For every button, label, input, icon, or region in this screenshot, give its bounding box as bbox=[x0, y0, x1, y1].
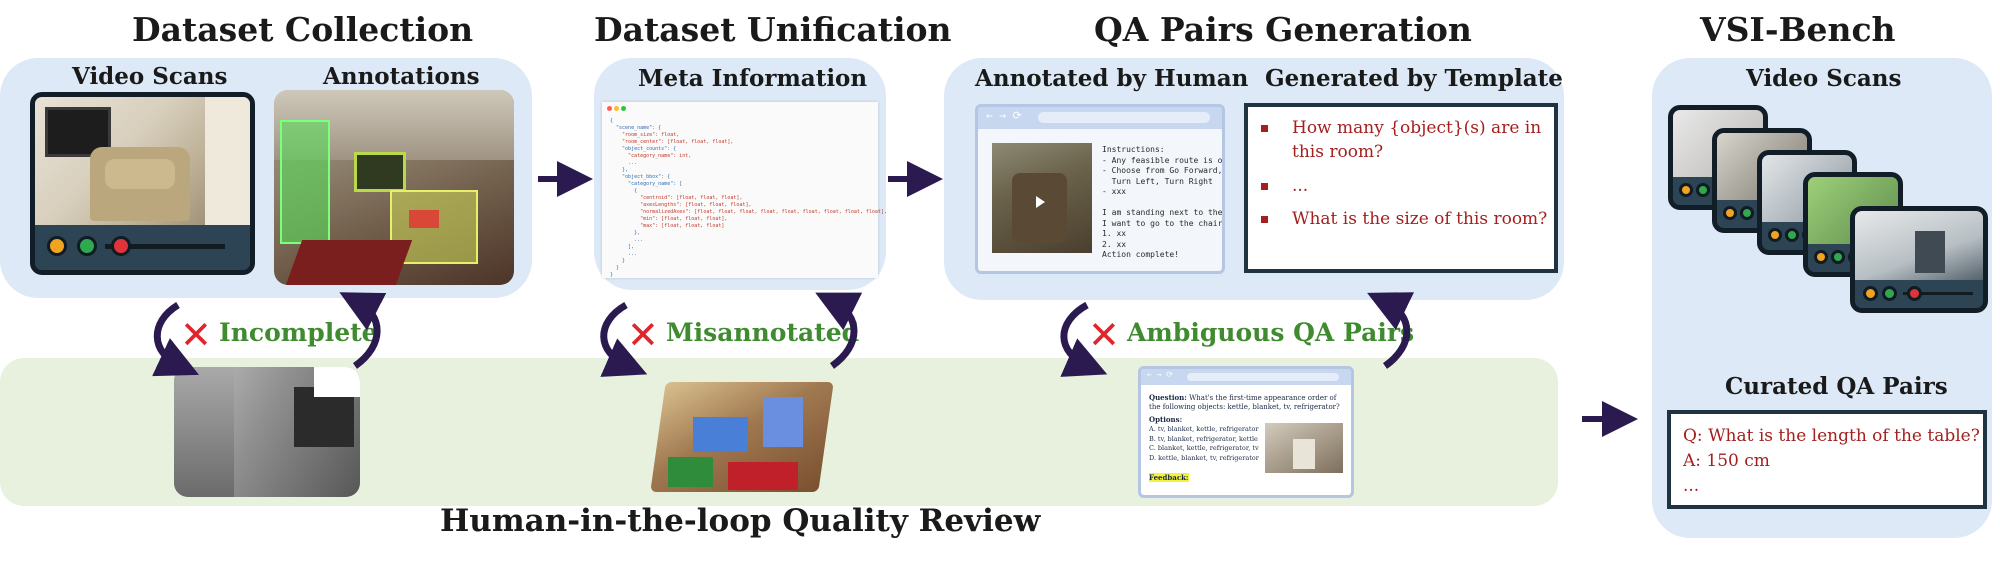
stage-title-unification: Dataset Unification bbox=[594, 10, 952, 49]
incomplete-scan-image bbox=[174, 367, 360, 497]
template-item-2: ... bbox=[1292, 176, 1309, 196]
human-instruction-line: Turn Left, Turn Right bbox=[1102, 176, 1213, 186]
meta-code-line: "normalizedAxes": [float, float, float, … bbox=[610, 209, 887, 215]
curated-qa-label: Curated QA Pairs bbox=[1725, 373, 1948, 400]
browser-nav-icon: ← → ⟳ bbox=[1147, 370, 1173, 379]
annotated-by-human-label: Annotated by Human bbox=[975, 65, 1249, 92]
annotations-label: Annotations bbox=[323, 63, 480, 90]
meta-code-line: "scene_name": { bbox=[610, 125, 662, 131]
quality-review-label: Human-in-the-loop Quality Review bbox=[440, 503, 1041, 539]
meta-code-line: ... bbox=[610, 160, 638, 166]
review-option-line: B. tv, blanket, refrigerator, kettle bbox=[1149, 434, 1258, 443]
video-scans-label: Video Scans bbox=[72, 63, 228, 90]
player-dot-green bbox=[77, 236, 97, 256]
stage-title-bench: VSI-Bench bbox=[1700, 10, 1896, 49]
meta-code-line: }, bbox=[610, 230, 641, 236]
meta-code-line: }, bbox=[610, 167, 629, 173]
curated-more: ... bbox=[1683, 476, 1700, 496]
cycle-arrow-icon bbox=[152, 292, 1415, 377]
meta-code-line: ... bbox=[610, 251, 638, 257]
template-questions-box: How many {object}(s) are in this room? .… bbox=[1244, 103, 1558, 273]
play-icon bbox=[1036, 196, 1045, 208]
chair-video-frame bbox=[992, 143, 1092, 253]
meta-code-line: "category_name": [ bbox=[610, 181, 683, 187]
green-bbox-icon bbox=[280, 120, 330, 244]
meta-code-line: "min": [float, float, float], bbox=[610, 216, 728, 222]
review-option-line: C. blanket, kettle, refrigerator, tv bbox=[1149, 444, 1259, 452]
meta-code-line: "room_center": [float, float, float], bbox=[610, 139, 734, 145]
human-instruction-line: I want to go to the chair. bbox=[1102, 218, 1225, 228]
meta-code-line: } bbox=[610, 272, 614, 278]
curated-question: Q: What is the length of the table? bbox=[1683, 426, 1980, 446]
meta-code-line: "centroid": [float, float, float], bbox=[610, 195, 743, 201]
annotated-scene-image bbox=[274, 90, 514, 285]
human-instruction-line: - xxx bbox=[1102, 187, 1127, 196]
meta-code-text: { "scene_name": { "room_size": float, "r… bbox=[610, 118, 887, 278]
player-dot-orange bbox=[47, 236, 67, 256]
meta-code-line: "object_bbox": { bbox=[610, 174, 671, 180]
tv-bbox-icon bbox=[354, 152, 406, 192]
review-feedback-label: Feedback: bbox=[1149, 473, 1189, 482]
meta-code-window: { "scene_name": { "room_size": float, "r… bbox=[602, 102, 887, 278]
review-qa-window: ← → ⟳ Question: What's the first-time ap… bbox=[1138, 366, 1354, 498]
meta-code-line: } bbox=[610, 265, 620, 271]
curated-qa-box: Q: What is the length of the table? A: 1… bbox=[1667, 410, 1987, 509]
meta-code-line: "max": [float, float, float] bbox=[610, 223, 725, 229]
meta-code-line: ... bbox=[610, 237, 644, 243]
bench-video-scans-label: Video Scans bbox=[1746, 65, 1902, 92]
human-instruction-line: Action complete! bbox=[1102, 250, 1180, 259]
human-instruction-line: 1. xx bbox=[1102, 229, 1127, 238]
browser-nav-icon: ← → ⟳ bbox=[986, 109, 1022, 122]
stage-title-collection: Dataset Collection bbox=[132, 10, 474, 49]
misannotated-scene-image bbox=[648, 362, 836, 500]
review-options-label: Options: bbox=[1149, 415, 1183, 424]
square-bullet-icon bbox=[1261, 183, 1268, 190]
flow-arrow-icon bbox=[538, 161, 1638, 437]
issue-ambiguous: Ambiguous QA Pairs bbox=[1127, 318, 1415, 347]
meta-code-line: "category_name": int, bbox=[610, 153, 692, 159]
human-instruction-line: I am standing next to the TV. bbox=[1102, 208, 1223, 217]
human-instructions-text: Instructions:- Any feasible route is ok-… bbox=[1102, 145, 1222, 265]
meta-code-line: "axesLengths": [float, float, float], bbox=[610, 202, 752, 208]
review-option-line: A. tv, blanket, kettle, refrigerator bbox=[1149, 425, 1259, 433]
meta-code-line: } bbox=[610, 258, 626, 264]
meta-information-label: Meta Information bbox=[638, 65, 868, 92]
meta-code-line: "room_size": float, bbox=[610, 132, 680, 138]
meta-code-line: "object_counts": { bbox=[610, 146, 677, 152]
square-bullet-icon bbox=[1261, 125, 1268, 132]
human-annotation-window: ← → ⟳ Instructions:- Any feasible route … bbox=[975, 104, 1225, 274]
human-instruction-line: - Choose from Go Forward, bbox=[1102, 166, 1223, 175]
review-video-frame bbox=[1265, 423, 1343, 473]
bench-video-player-5 bbox=[1850, 206, 1988, 313]
meta-code-line: ], bbox=[610, 244, 635, 250]
human-instruction-line: - Any feasible route is ok bbox=[1102, 155, 1225, 165]
review-question: Question: What's the first-time appearan… bbox=[1149, 393, 1340, 411]
player-dot-red bbox=[111, 236, 131, 256]
review-option-line: D. kettle, blanket, tv, refrigerator bbox=[1149, 453, 1259, 462]
human-instruction-line: Instructions: bbox=[1102, 145, 1165, 154]
stage-title-qa-generation: QA Pairs Generation bbox=[1094, 10, 1472, 49]
generated-by-template-label: Generated by Template bbox=[1265, 65, 1563, 92]
meta-code-line: { bbox=[610, 118, 614, 124]
human-instruction-line: 2. xx bbox=[1102, 239, 1127, 249]
square-bullet-icon bbox=[1261, 216, 1268, 223]
curated-answer: A: 150 cm bbox=[1683, 451, 1770, 471]
template-item-3: What is the size of this room? bbox=[1292, 209, 1548, 229]
video-player-icon bbox=[30, 92, 255, 275]
template-item-1: How many {object}(s) are in this room? bbox=[1292, 118, 1542, 162]
meta-code-line: { bbox=[610, 188, 638, 194]
